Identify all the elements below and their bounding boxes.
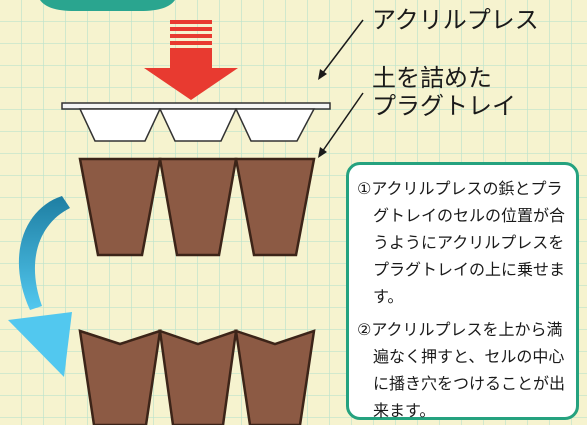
acrylic-press-plate [61, 102, 331, 110]
top-banner-fragment [40, 0, 175, 11]
press-arrow [144, 20, 238, 100]
instruction-step-1: ①アクリルプレスの鋲とプラグトレイのセルの位置が合うようにアクリルプレスをプラグ… [357, 179, 566, 306]
label-plug-tray: 土を詰めた プラグトレイ [372, 64, 516, 120]
instruction-step-2: ②アクリルプレスを上から満遍なく押すと、セルの中心に播き穴をつけることが出来ます… [357, 320, 566, 420]
instruction-box: ①アクリルプレスの鋲とプラグトレイのセルの位置が合うようにアクリルプレスをプラグ… [346, 162, 579, 420]
label-plug-tray-line2: プラグトレイ [372, 92, 516, 120]
pointer-head-tray [318, 147, 327, 158]
pointer-line-tray [321, 92, 364, 153]
label-plug-tray-line1: 土を詰めた [372, 64, 492, 92]
label-acrylic-press: アクリルプレス [372, 6, 539, 34]
pots-before [78, 157, 316, 257]
curved-arrow-head [8, 312, 72, 377]
pots-after [78, 329, 316, 425]
pointer-line-press [321, 19, 364, 75]
curved-arrow [18, 196, 70, 310]
pointer-head-press [318, 69, 327, 80]
plug-tray [78, 108, 316, 142]
